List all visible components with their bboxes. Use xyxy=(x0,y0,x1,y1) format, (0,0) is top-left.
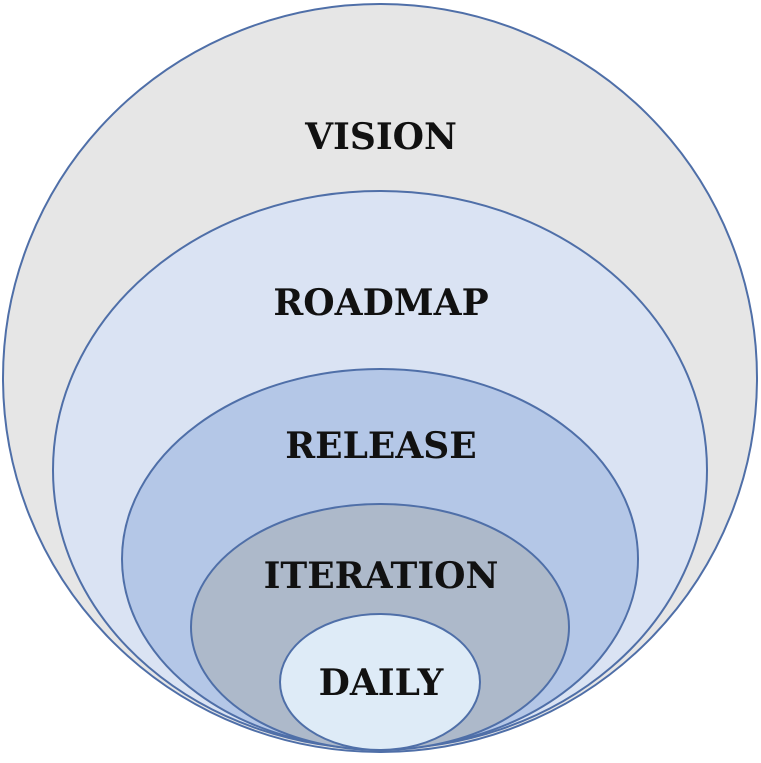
daily-circle xyxy=(279,613,481,751)
daily-label: DAILY xyxy=(319,662,445,704)
iteration-label: ITERATION xyxy=(264,555,499,597)
vision-label: VISION xyxy=(304,116,457,158)
roadmap-label: ROADMAP xyxy=(273,282,488,324)
level-daily: DAILY xyxy=(279,613,481,751)
release-label: RELEASE xyxy=(285,425,476,467)
